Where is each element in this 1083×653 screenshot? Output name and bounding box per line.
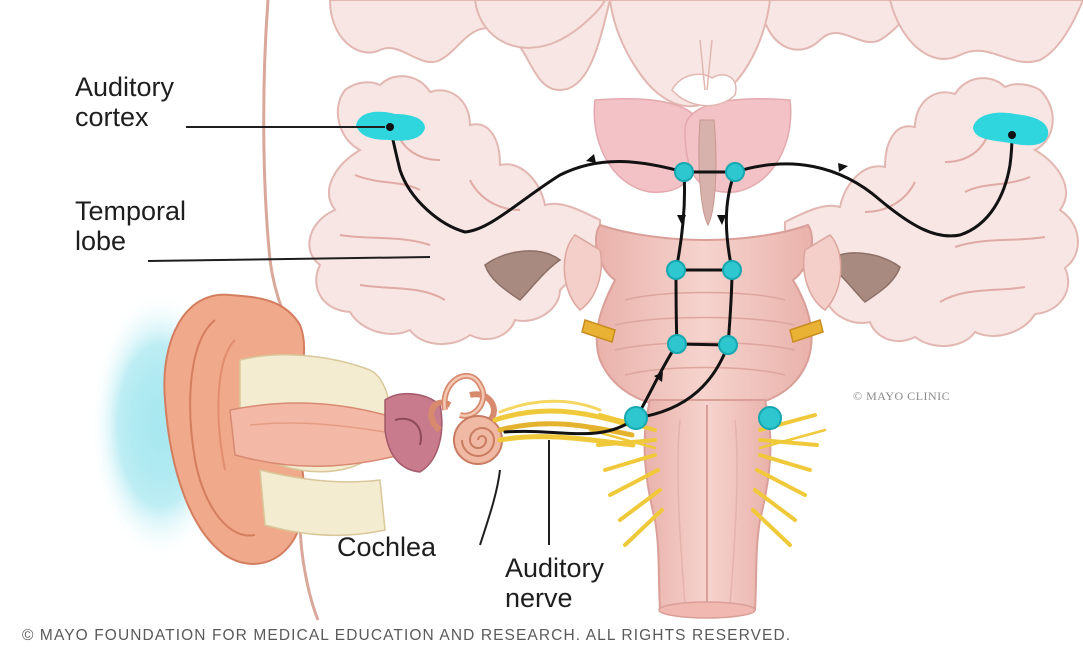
mayo-clinic-watermark: © MAYO CLINIC (853, 389, 950, 404)
cochlea-shape (454, 416, 502, 464)
copyright-notice: © MAYO FOUNDATION FOR MEDICAL EDUCATION … (22, 627, 791, 645)
auditory-nerve-bundle (495, 401, 633, 445)
cochlea-label: Cochlea (337, 532, 436, 562)
temporal-lobe-label: Temporal lobe (75, 196, 186, 256)
auditory-cortex-label: Auditory cortex (75, 72, 174, 132)
auditory-nerve-label: Auditory nerve (505, 553, 604, 613)
brain-coronal-section (309, 0, 1083, 618)
